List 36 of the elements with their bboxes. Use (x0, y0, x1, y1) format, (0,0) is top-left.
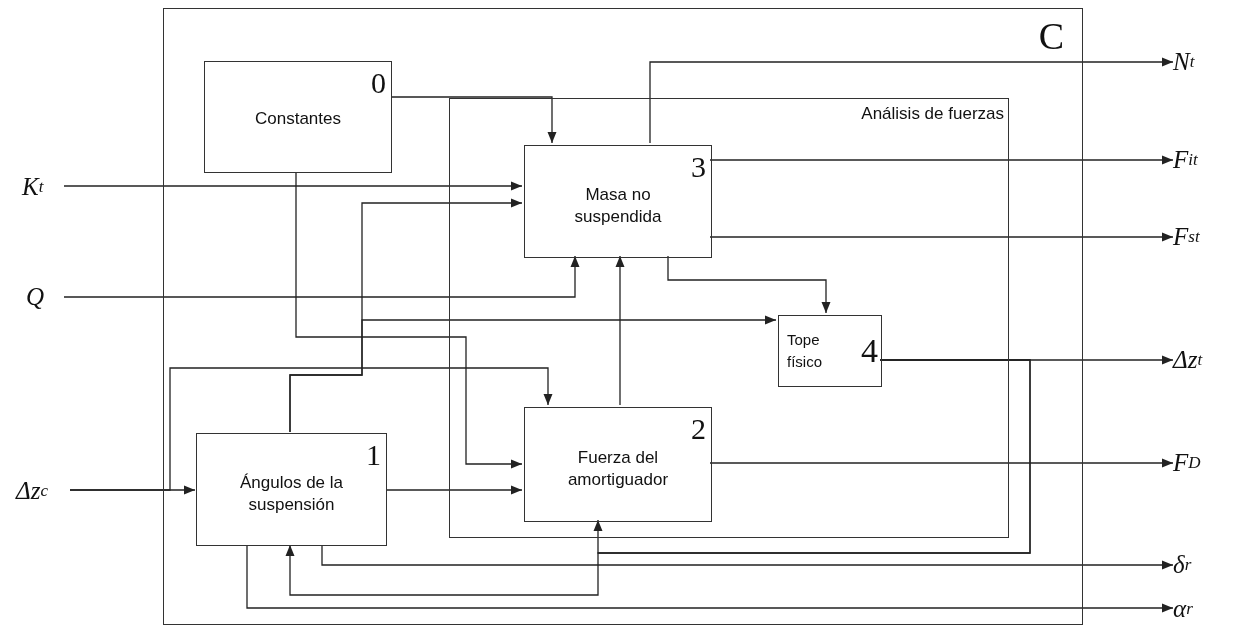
connector-arrow (295, 171, 523, 469)
connector-arrow (63, 181, 523, 191)
connector-arrow (285, 359, 1031, 596)
process-box (204, 61, 392, 173)
block-number: 1 (366, 440, 381, 470)
connector-arrow (390, 96, 557, 144)
process-box (196, 433, 387, 546)
process-box (778, 315, 882, 387)
connector-arrow (649, 57, 1174, 144)
group-title: Análisis de fuerzas (861, 103, 1004, 125)
block-number: 4 (861, 334, 878, 368)
block-title: Tope físico (787, 330, 823, 372)
connector-arrow (667, 255, 831, 314)
block-number: 2 (691, 414, 706, 444)
connector-arrow (709, 232, 1174, 242)
block-number: 3 (691, 152, 706, 182)
block-title: Fuerza del amortiguador (566, 446, 670, 491)
connector-arrow (615, 255, 625, 406)
block-title: Constantes (254, 108, 342, 131)
connector-arrow (289, 315, 777, 433)
connector-arrow (321, 544, 1174, 570)
group-frame (163, 8, 1083, 625)
block-title: Masa no suspendida (573, 183, 663, 228)
connector-arrow (709, 458, 1174, 468)
group-frame (449, 98, 1009, 538)
connector-arrow (69, 367, 553, 491)
block-title: Ángulos de la suspensión (239, 471, 344, 516)
connector-arrow (385, 485, 523, 495)
process-box (524, 407, 712, 522)
connector-arrow (63, 255, 580, 298)
process-box (524, 145, 712, 258)
signal-label: Q (26, 282, 64, 312)
connector-arrow (709, 155, 1174, 165)
connector-arrow (246, 544, 1174, 613)
block-number: 0 (371, 68, 386, 98)
block-letter: C (1038, 17, 1064, 55)
